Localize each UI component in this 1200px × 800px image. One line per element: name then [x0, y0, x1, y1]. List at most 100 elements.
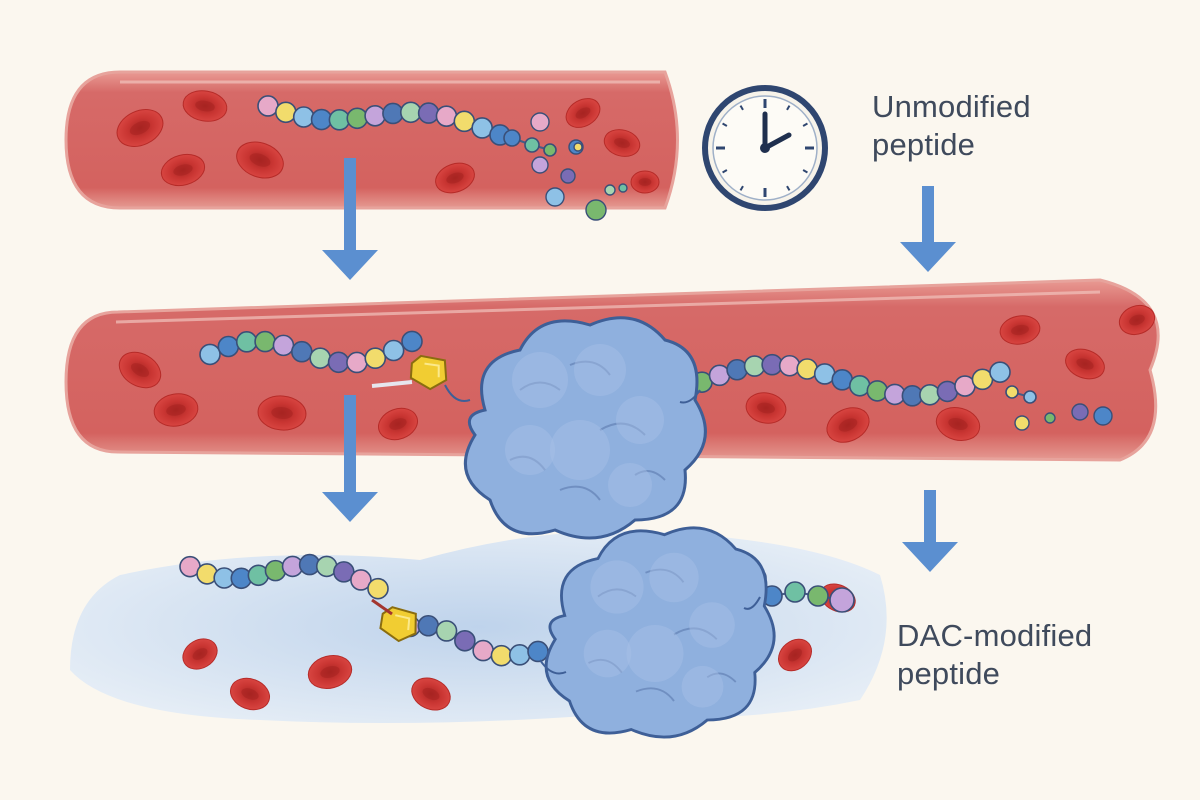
red-blood-cell-icon — [160, 153, 206, 187]
red-blood-cell-icon — [935, 407, 981, 441]
peptide-bead — [472, 639, 494, 662]
peptide-bead — [490, 644, 513, 667]
unmodified-label-line1: Unmodified — [872, 89, 1031, 124]
red-blood-cell-icon — [118, 351, 162, 389]
clock-tick — [802, 122, 808, 127]
dac-linker-icon — [409, 354, 448, 391]
peptide-bead — [346, 351, 368, 374]
top-peptide-chain — [257, 95, 511, 146]
dac-modified-peptide-label: DAC-modified peptide — [897, 617, 1092, 693]
red-blood-cell-icon — [378, 407, 418, 441]
peptide-bead — [866, 380, 889, 402]
peptide-bead — [309, 347, 331, 369]
peptide-bead — [829, 587, 855, 613]
clock-icon — [702, 85, 828, 211]
peptide-fragment-bead — [530, 112, 550, 132]
red-blood-cells — [116, 90, 1156, 711]
red-blood-cell-icon — [745, 392, 787, 424]
red-blood-cell-icon — [411, 677, 451, 711]
albumin-protein-icon — [463, 316, 707, 540]
peptide-bead — [726, 358, 748, 381]
bottom-peptide-chain-left — [179, 553, 389, 600]
albumin-binding-link — [539, 659, 567, 675]
clock-tick — [786, 185, 791, 191]
peptide-bead — [508, 644, 531, 666]
peptide-fragment-bead — [560, 168, 576, 184]
peptide-bead — [217, 335, 240, 358]
down-arrow-icon — [322, 158, 378, 280]
peptide-bead — [364, 347, 387, 369]
peptide-bead — [989, 361, 1011, 383]
peptide-bead — [435, 105, 458, 127]
red-blood-cell-icon — [182, 90, 228, 122]
peptide-fragment-bead — [1093, 406, 1113, 426]
red-blood-cell-icon — [230, 677, 270, 711]
peptide-bead — [527, 640, 549, 663]
red-blood-cell-icon — [116, 109, 164, 147]
down-arrow-icon — [900, 186, 956, 272]
albumin-protein-icon — [544, 526, 776, 739]
clock-tick — [739, 105, 744, 111]
red-blood-cell-icon — [603, 129, 641, 157]
peptide-bead — [257, 95, 279, 117]
peptide-bead — [1023, 390, 1037, 404]
peptide-bead — [503, 129, 521, 147]
peptide-fragment-bead — [1014, 415, 1030, 431]
peptide-fragment-bead — [573, 142, 583, 152]
red-blood-cell-icon — [153, 393, 199, 427]
top-blood-vessel — [64, 70, 679, 210]
peptide-bead — [807, 585, 829, 607]
down-arrow-icon — [322, 395, 378, 522]
peptide-bead — [435, 620, 458, 642]
peptide-bead — [778, 354, 801, 377]
peptide-fragment-bead — [531, 156, 549, 174]
peptide-bead — [524, 137, 540, 153]
peptide-fragment-bead — [545, 187, 565, 207]
peptide-bead — [199, 343, 221, 366]
albumin-binding-link — [743, 596, 761, 610]
albumin-proteins — [444, 316, 776, 739]
peptide-bead — [327, 351, 350, 374]
peptide-bead — [364, 105, 386, 127]
peptide-bead — [453, 110, 476, 133]
peptide-bead — [275, 101, 297, 124]
unmodified-label-line2: peptide — [872, 127, 976, 162]
peptide-bead — [272, 334, 295, 357]
clock-tick — [722, 122, 728, 127]
peptide-fragment-bead — [1044, 412, 1056, 424]
red-blood-cell-icon — [435, 162, 475, 194]
peptide-bead — [292, 106, 315, 128]
peptide-bead — [454, 629, 476, 652]
red-blood-cell-icon — [999, 315, 1041, 345]
dac-label-line2: peptide — [897, 656, 1001, 691]
clock-tick — [739, 185, 744, 191]
peptide-fragment-bead — [604, 184, 616, 196]
peptide-bead — [401, 330, 423, 353]
dac-label-line1: DAC-modified — [897, 618, 1093, 653]
flow-arrows — [322, 158, 958, 572]
peptide-bead — [399, 101, 422, 124]
peptide-bead — [310, 108, 333, 131]
red-blood-cell-icon — [1118, 304, 1156, 336]
peptide-bead — [367, 577, 389, 600]
peptide-bead — [471, 117, 493, 139]
peptide-bead — [328, 109, 351, 131]
dac-spacer — [371, 598, 393, 616]
dac-linker-icon — [379, 606, 417, 643]
red-blood-cell-icon — [565, 98, 601, 128]
peptide-bead — [417, 102, 440, 124]
top-peptide-fragment — [503, 129, 557, 157]
peptide-bead — [350, 569, 372, 591]
middle-peptide-chain-left — [199, 330, 423, 374]
unmodified-peptide-label: Unmodified peptide — [872, 88, 1031, 164]
peptide-bead — [291, 340, 313, 363]
red-blood-cell-icon — [307, 655, 353, 689]
red-blood-cell-icon — [630, 170, 660, 194]
red-blood-cell-icon — [778, 638, 812, 672]
peptide-bead — [235, 331, 258, 353]
clock-tick — [802, 169, 808, 174]
peptide-fragment-bead — [1071, 403, 1089, 421]
peptide-bead — [346, 107, 369, 130]
